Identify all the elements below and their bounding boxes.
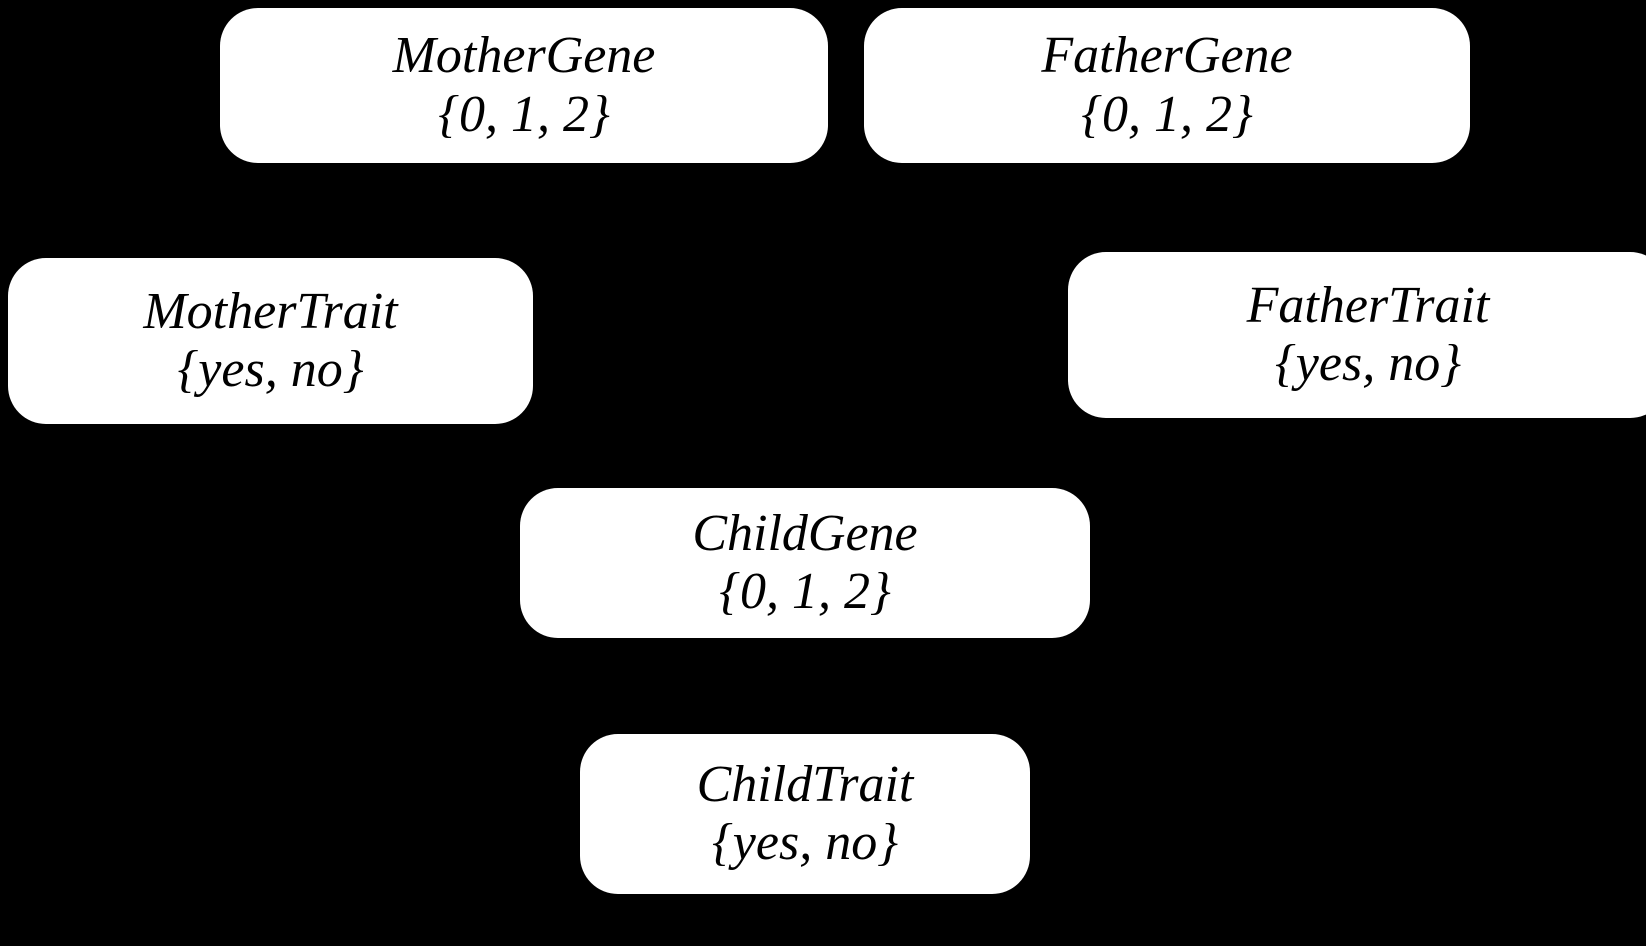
node-label-name: ChildGene: [692, 504, 918, 562]
node-label-domain: {0, 1, 2}: [438, 85, 610, 143]
node-child-gene[interactable]: ChildGene {0, 1, 2}: [520, 488, 1090, 638]
node-label-domain: {0, 1, 2}: [1081, 85, 1253, 143]
node-father-gene[interactable]: FatherGene {0, 1, 2}: [864, 8, 1470, 163]
node-label-domain: {0, 1, 2}: [719, 563, 891, 620]
node-child-trait[interactable]: ChildTrait {yes, no}: [580, 734, 1030, 894]
node-mother-gene[interactable]: MotherGene {0, 1, 2}: [220, 8, 828, 163]
node-label-name: MotherTrait: [143, 282, 398, 340]
node-label-name: ChildTrait: [696, 755, 914, 813]
node-label-domain: {yes, no}: [177, 341, 364, 398]
node-mother-trait[interactable]: MotherTrait {yes, no}: [8, 258, 533, 424]
node-label-domain: {yes, no}: [712, 814, 898, 871]
node-label-name: FatherTrait: [1246, 276, 1490, 334]
node-label-name: FatherGene: [1041, 27, 1293, 85]
node-label-name: MotherGene: [392, 27, 656, 85]
node-father-trait[interactable]: FatherTrait {yes, no}: [1068, 252, 1646, 418]
node-label-domain: {yes, no}: [1275, 335, 1461, 392]
